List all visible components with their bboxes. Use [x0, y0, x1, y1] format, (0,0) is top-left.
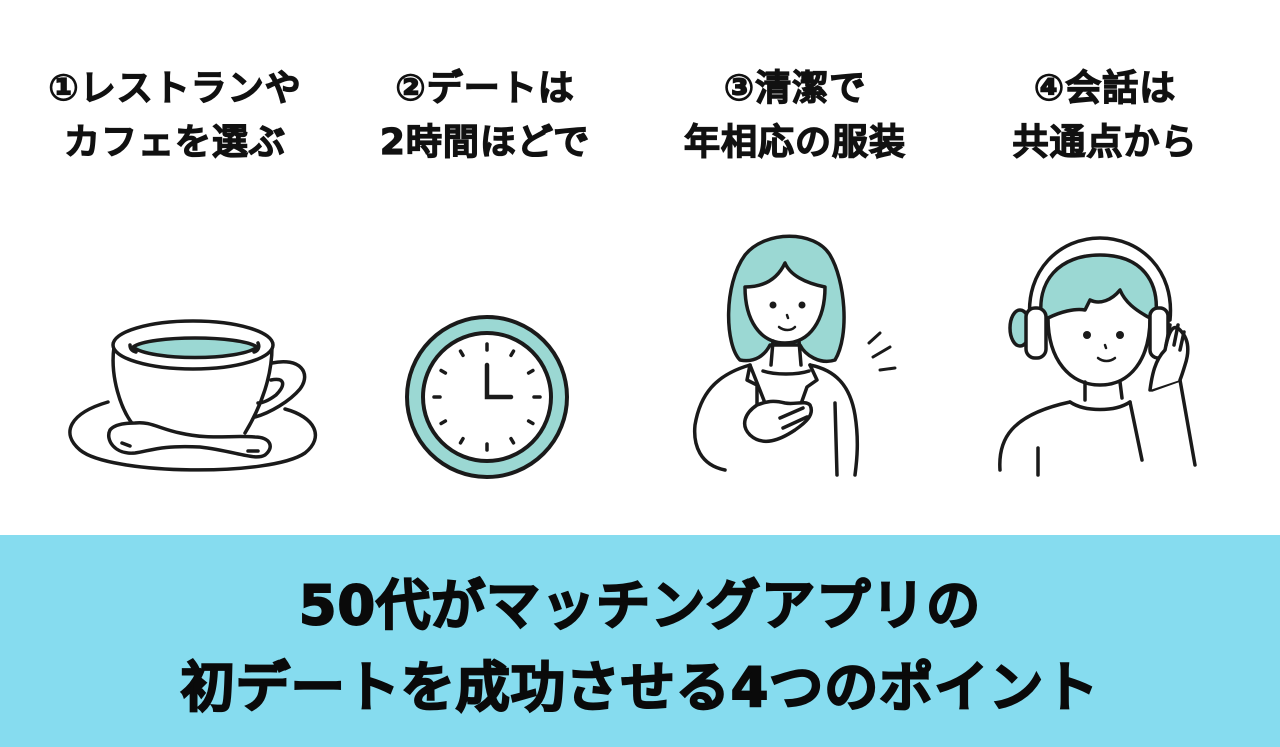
title-banner: 50代がマッチングアプリの 初デートを成功させる4つのポイント [0, 535, 1280, 747]
point-2-line1: ②デートは [395, 67, 575, 109]
point-2-line2: 2時間ほどで [379, 121, 591, 163]
point-1-line2: カフェを選ぶ [63, 121, 286, 163]
point-3: ③清潔で 年相応の服装 [640, 0, 950, 535]
man-with-headphones-icon [998, 236, 1197, 477]
banner-title-line2: 初デートを成功させる4つのポイント [180, 655, 1100, 720]
coffee-cup-icon [68, 319, 318, 472]
banner-title-line1: 50代がマッチングアプリの [298, 573, 982, 638]
point-2: ②デートは 2時間ほどで [330, 0, 640, 535]
point-3-line2: 年相応の服装 [683, 121, 906, 163]
points-section: ①レストランや 2時間ほどで カフェを選ぶ [20, 0, 1260, 535]
woman-hand-on-chest-icon [692, 234, 897, 477]
point-4: ④会話は 共通点から [950, 0, 1260, 535]
banner-title: 50代がマッチングアプリの 初デートを成功させる4つのポイント [0, 565, 1280, 729]
point-1: ①レストランや 2時間ほどで カフェを選ぶ [20, 0, 330, 535]
point-4-line1: ④会話は [1033, 67, 1177, 109]
point-1-title: ①レストランや 2時間ほどで カフェを選ぶ [20, 62, 330, 170]
point-3-line1: ③清潔で [723, 67, 867, 109]
point-4-line2: 共通点から [1012, 121, 1198, 163]
point-4-title: ④会話は 共通点から [950, 62, 1260, 170]
point-3-title: ③清潔で 年相応の服装 [640, 62, 950, 170]
point-2-title: ②デートは 2時間ほどで [330, 62, 640, 170]
point-1-line1: ①レストランや [48, 67, 302, 109]
clock-icon [405, 315, 569, 479]
